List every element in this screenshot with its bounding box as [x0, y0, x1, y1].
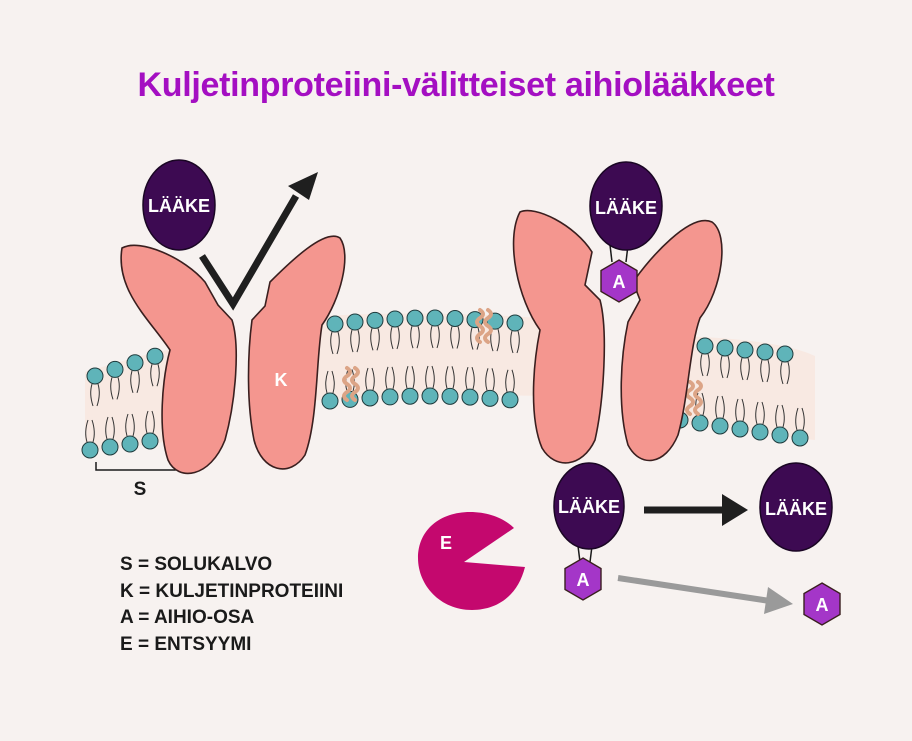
drug-bottom-label: LÄÄKE	[558, 497, 620, 517]
cholesterol	[342, 366, 360, 402]
membrane-bracket	[95, 462, 176, 471]
drug-released-label: LÄÄKE	[765, 499, 827, 519]
release-arrow	[644, 494, 748, 526]
lipid	[406, 309, 424, 349]
lipid	[146, 347, 164, 387]
lipid	[461, 366, 479, 406]
lipid	[386, 310, 404, 350]
legend-item-transporter: K = KULJETINPROTEIINI	[120, 580, 344, 602]
lipid	[771, 404, 789, 444]
lipid	[421, 365, 439, 405]
prodrug-bound: LÄÄKE A	[589, 161, 663, 303]
cholesterol	[475, 308, 493, 344]
lipid	[696, 337, 714, 377]
entry-arrow	[199, 172, 318, 311]
transporter-left-lobe-b	[247, 235, 346, 470]
drug-released: LÄÄKE	[759, 462, 833, 552]
cholesterol	[685, 380, 703, 416]
enzyme-label: E	[440, 533, 452, 553]
transporter-label: K	[275, 370, 288, 390]
lipid	[141, 410, 159, 450]
lipid	[366, 311, 384, 351]
lipid	[326, 315, 344, 355]
lipid	[361, 367, 379, 407]
legend-item-membrane: S = SOLUKALVO	[120, 554, 273, 575]
cholesterol-group	[342, 308, 703, 416]
membrane-label: S	[134, 479, 147, 500]
page-title: Kuljetinproteiini-välitteiset aihiolääkk…	[137, 66, 775, 104]
lipid	[426, 309, 444, 349]
lipid	[381, 366, 399, 406]
lipid	[751, 401, 769, 441]
enzyme: E	[418, 512, 525, 610]
transporter-right	[512, 209, 723, 464]
lipid	[441, 366, 459, 405]
lipid	[101, 416, 119, 456]
drug-top-right-label: LÄÄKE	[595, 198, 657, 218]
lipid	[106, 360, 124, 400]
lipid	[731, 398, 749, 438]
lipid	[81, 419, 99, 459]
promoiety-cleaving-label: A	[577, 570, 590, 590]
lipid	[126, 354, 144, 393]
legend: S = SOLUKALVO K = KULJETINPROTEIINI A = …	[120, 552, 343, 658]
prodrug-cleaving: LÄÄKE A	[553, 462, 625, 601]
promoiety-released: A	[803, 582, 841, 626]
promoiety-released-label: A	[816, 595, 829, 615]
transporter-left-lobe-a	[120, 244, 237, 475]
lipid	[716, 339, 734, 379]
lipid	[401, 366, 419, 405]
lipid	[481, 368, 499, 407]
lipid	[121, 413, 139, 453]
lipid	[346, 313, 364, 353]
legend-item-promoiety: A = AIHIO-OSA	[120, 607, 255, 628]
membrane	[81, 308, 815, 459]
lipid	[791, 407, 809, 447]
lipid	[86, 367, 104, 407]
membrane-right-band	[680, 336, 815, 440]
lipid	[446, 310, 464, 349]
transporter-left	[120, 235, 346, 475]
lipid	[711, 395, 729, 435]
lipid	[321, 370, 339, 410]
promoiety-bound-label: A	[613, 272, 626, 292]
drug-top-left: LÄÄKE	[142, 159, 216, 251]
lipid	[501, 369, 519, 409]
lipid	[776, 345, 794, 385]
drug-top-left-label: LÄÄKE	[148, 196, 210, 216]
promoiety-arrow	[617, 575, 793, 614]
legend-item-enzyme: E = ENTSYYMI	[120, 633, 252, 655]
lipid	[506, 314, 524, 354]
lipid	[756, 343, 774, 383]
lipid	[736, 341, 754, 381]
transporter-right-lobe-a	[512, 209, 606, 464]
